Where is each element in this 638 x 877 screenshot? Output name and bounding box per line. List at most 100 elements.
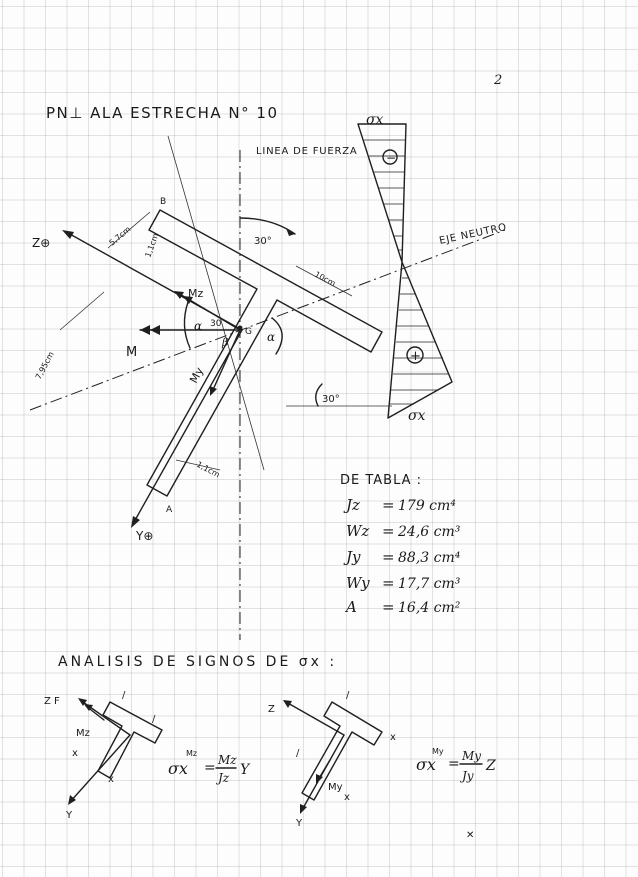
svg-text:=: =	[382, 496, 395, 514]
plus-circle	[406, 346, 424, 364]
m-label: M	[126, 345, 137, 360]
left-z-label: Z F	[44, 696, 60, 707]
dim-line-left	[59, 291, 105, 331]
section-heading: ANALISIS DE SIGNOS DE σx :	[58, 654, 337, 670]
formula-left-numerator: Mz	[217, 753, 237, 767]
page-number: 2	[493, 73, 502, 88]
svg-text:=: =	[382, 522, 395, 540]
y-axis	[133, 329, 243, 523]
right-y-label: Y	[295, 818, 303, 829]
right-tick-mark: /	[296, 748, 300, 759]
alpha-left-arc	[183, 301, 191, 349]
dim-bottom-label: 1,1cm	[195, 460, 221, 480]
mz-arrowhead	[174, 291, 184, 299]
left-t-section	[97, 701, 163, 779]
table-row-value: 16,4 cm²	[398, 600, 461, 616]
plus-sign: +	[410, 349, 421, 364]
table-row-symbol: Jz	[343, 496, 360, 514]
formula-left-superscript: Mz	[186, 749, 197, 758]
formula-right-superscript: My	[432, 747, 444, 756]
angle-arc-bottom	[315, 383, 323, 407]
table-row-symbol: A	[344, 598, 357, 616]
minus-circle	[382, 149, 398, 165]
stress-triangles	[357, 123, 453, 419]
formula-right-variable: Z	[485, 758, 496, 774]
left-x-mark: x	[72, 748, 78, 759]
formula-right-denominator: Jy	[459, 769, 474, 783]
auxiliary-line	[167, 135, 265, 471]
page-title: PN⊥ ALA ESTRECHA N° 10	[46, 104, 279, 122]
formula-right: σx My = My Jy Z	[416, 747, 496, 783]
formula-left: σx Mz = Mz Jz Y	[168, 749, 251, 785]
y-axis-arrowhead	[131, 516, 140, 528]
my-arrowhead	[210, 386, 217, 396]
right-z-axis	[285, 701, 345, 736]
point-b-label: B	[160, 197, 166, 207]
table-row-value: 179 cm⁴	[398, 498, 456, 514]
m-vector-arrowhead	[140, 325, 150, 335]
formula-left-variable: Y	[240, 762, 251, 778]
right-x-mark: x	[344, 792, 350, 803]
table-row-symbol: Wy	[346, 574, 370, 592]
right-sketch: Z Y My x x / /	[268, 690, 396, 829]
table-row-symbol: Wz	[346, 522, 369, 540]
z-axis-label: Z⊕	[32, 236, 50, 250]
table-heading: DE TABLA :	[340, 473, 422, 488]
angle-arc-right	[271, 317, 283, 355]
corner-mark: ✕	[466, 830, 474, 841]
angle-30-bottom-label: 30°	[322, 394, 340, 405]
left-y-label: Y	[65, 810, 73, 821]
formula-right-numerator: My	[461, 749, 481, 763]
left-x-mark: x	[108, 774, 114, 785]
t-section	[146, 209, 383, 497]
angle-arc-top	[239, 217, 296, 235]
left-tick-mark: /	[152, 714, 156, 725]
formula-right-lhs: σx	[416, 755, 436, 774]
stress-diagram: − + σx σx	[357, 112, 453, 424]
dim-small-label: 1,1cm	[143, 232, 160, 259]
dim-line-top	[107, 211, 151, 249]
table-row-value: 88,3 cm⁴	[398, 550, 461, 566]
dim-top-label: 5,7cm	[108, 224, 133, 247]
dim-line-bottom	[175, 459, 221, 471]
svg-text:=: =	[382, 574, 395, 592]
right-z-label: Z	[268, 704, 275, 715]
formula-left-lhs: σx	[168, 759, 188, 778]
my-vector	[211, 329, 241, 393]
table-row-value: 17,7 cm³	[398, 576, 461, 592]
right-my-label: My	[328, 782, 343, 793]
table-row-value: 24,6 cm³	[397, 524, 461, 540]
formula-left-equals: =	[204, 760, 216, 776]
sigma-x-top-label: σx	[366, 112, 384, 128]
linea-de-fuerza-label: LINEA DE FUERZA	[256, 146, 358, 157]
properties-table: DE TABLA : Jz = 179 cm⁴ Wz = 24,6 cm³ Jy…	[340, 473, 461, 616]
alpha-right-label: α	[267, 330, 275, 344]
beta-label: β	[221, 336, 228, 349]
eje-neutro-label: EJE NEUTRO	[438, 222, 508, 247]
y-axis-label: Y⊕	[135, 529, 153, 543]
left-sketch: Z F Y Mz x x / /	[44, 690, 163, 821]
right-x-mark: x	[390, 732, 396, 743]
sigma-x-bottom-label: σx	[408, 408, 426, 424]
point-a-label: A	[166, 505, 173, 515]
dim-line-right	[295, 265, 353, 297]
left-mz-label: Mz	[76, 728, 90, 739]
stress-hatching-bottom	[390, 277, 449, 405]
right-tick-mark: /	[346, 690, 350, 701]
left-y-axis	[69, 734, 131, 803]
point-g-label: G	[245, 327, 252, 337]
eje-neutro-line	[29, 229, 506, 411]
right-t-section	[301, 701, 383, 801]
left-tick-mark: /	[122, 690, 126, 701]
dim-right-label: 10cm	[313, 270, 337, 289]
mz-label: Mz	[188, 287, 203, 300]
table-row-symbol: Jy	[343, 548, 361, 566]
dim-left-label: 7,95cm	[34, 350, 56, 381]
svg-text:=: =	[382, 548, 395, 566]
z-axis-arrowhead	[62, 230, 74, 239]
angle-30-center-label: 30	[210, 319, 222, 329]
formula-right-equals: =	[448, 756, 460, 772]
svg-text:=: =	[382, 598, 395, 616]
